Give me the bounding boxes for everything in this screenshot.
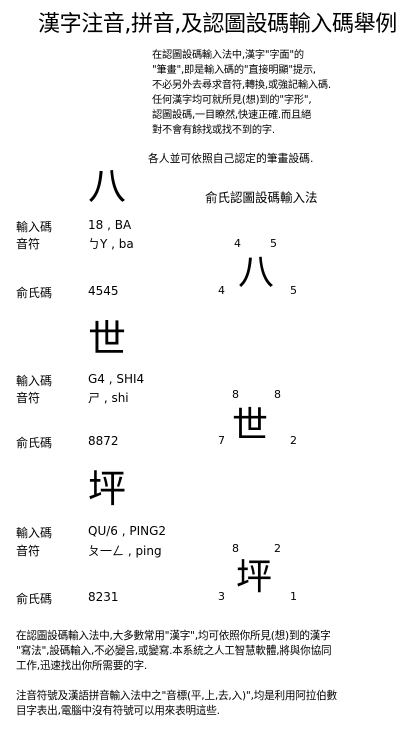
corner-tr: 2 (274, 542, 281, 555)
yu-code-value: 8231 (88, 590, 119, 604)
yu-code-value: 8872 (88, 434, 119, 448)
input-code-label: 輸入碼 (16, 374, 53, 388)
paragraph-line: 在認圖設碼輸入法中,大多數常用"漢字",均可依照你所見(想)到的漢字 (16, 630, 331, 642)
page-title: 漢字注音,拼音,及認圖設碼輸入碼舉例 (38, 12, 397, 37)
phonetic-label: 音符 (16, 391, 41, 405)
paragraph-line: 注音符號及漢語拼音輸入法中之"音標(平,上,去,入)",均是利用阿拉伯數 (16, 690, 337, 702)
corner-tl: 4 (234, 237, 241, 250)
paragraph-line: "寫法",設碼輸入,不必變음,或變寫.本系統之人工智慧軟體,將與你協同 (16, 645, 332, 657)
method-title: 俞氏認圖設碼輸入法 (205, 190, 318, 205)
yu-code-value: 4545 (88, 284, 119, 298)
paragraph-line: 目字表出,電腦中沒有符號可以用來表明這些. (16, 705, 220, 717)
intro-line: 不必另外去尋求音符,轉換,或強記輸入碼. (152, 80, 331, 91)
paragraph-line: 工作,迅速找出你所需要的字. (16, 660, 148, 672)
phonetic-value: ㄕ , shi (88, 391, 129, 405)
corner-bl: 4 (218, 284, 225, 297)
corner-tr: 5 (270, 237, 277, 250)
grid-char: 世 (232, 405, 269, 446)
phonetic-value: ㄅY , ba (88, 237, 134, 251)
grid-char: 八 (238, 252, 275, 293)
example-char: 世 (88, 317, 127, 361)
corner-tl: 8 (232, 388, 239, 401)
example-char: 坪 (88, 467, 127, 511)
example-char: 八 (88, 164, 127, 208)
corner-br: 1 (290, 590, 297, 603)
corner-tl: 8 (232, 542, 239, 555)
input-code-label: 輸入碼 (16, 220, 53, 234)
input-code-value: G4 , SHI4 (88, 372, 145, 386)
corner-bl: 7 (218, 434, 225, 447)
intro-line: 任何漢字均可就所見(想)到的"字形", (152, 95, 312, 106)
intro-line: 對不會有餘找或找不到的字. (152, 125, 275, 136)
phonetic-label: 音符 (16, 544, 41, 558)
yu-code-label: 俞氏碼 (16, 592, 53, 606)
yu-code-label: 俞氏碼 (16, 436, 53, 450)
input-code-value: QU/6 , PING2 (88, 524, 167, 538)
intro-line: 在認圖設碼輸入法中,漢字"字面"的 (152, 50, 304, 61)
phonetic-label: 音符 (16, 237, 41, 251)
intro-note: 各人並可依照自己認定的筆畫設碼. (148, 152, 314, 165)
corner-tr: 8 (274, 388, 281, 401)
corner-br: 5 (290, 284, 297, 297)
grid-char: 坪 (236, 557, 273, 598)
corner-bl: 3 (218, 590, 225, 603)
yu-code-label: 俞氏碼 (16, 286, 53, 300)
intro-line: "筆畫",即是輸入碼的"直接明顯"提示, (152, 65, 316, 76)
phonetic-value: ㄆ一ㄥ , ping (88, 544, 162, 558)
intro-line: 認圖設碼,一目瞭然,快速正確.而且絕 (152, 110, 311, 121)
input-code-value: 18 , BA (88, 218, 132, 232)
corner-br: 2 (290, 434, 297, 447)
input-code-label: 輸入碼 (16, 526, 53, 540)
